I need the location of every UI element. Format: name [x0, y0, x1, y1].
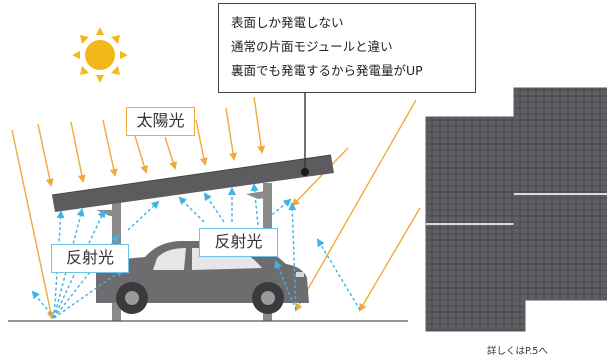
- sunlight-arrows: [11, 96, 421, 320]
- reflected-light-label-right: 反射光: [199, 228, 278, 257]
- callout-box: 表面しか発電しない 通常の片面モジュールと違い 裏面でも発電するから発電量がUP: [218, 3, 476, 93]
- solar-panel-icon: [425, 87, 607, 332]
- carport-solar-panel: [51, 154, 334, 212]
- sun-icon: [72, 27, 128, 83]
- reflected-light-label-left: 反射光: [51, 244, 129, 273]
- sunlight-label: 太陽光: [126, 107, 195, 136]
- callout-leader: [301, 93, 309, 176]
- callout-line-1: 表面しか発電しない: [231, 15, 344, 30]
- callout-line-2: 通常の片面モジュールと違い: [231, 39, 393, 54]
- callout-line-3: 裏面でも発電するから発電量がUP: [231, 63, 423, 78]
- footnote: 詳しくはP.5へ: [487, 346, 548, 357]
